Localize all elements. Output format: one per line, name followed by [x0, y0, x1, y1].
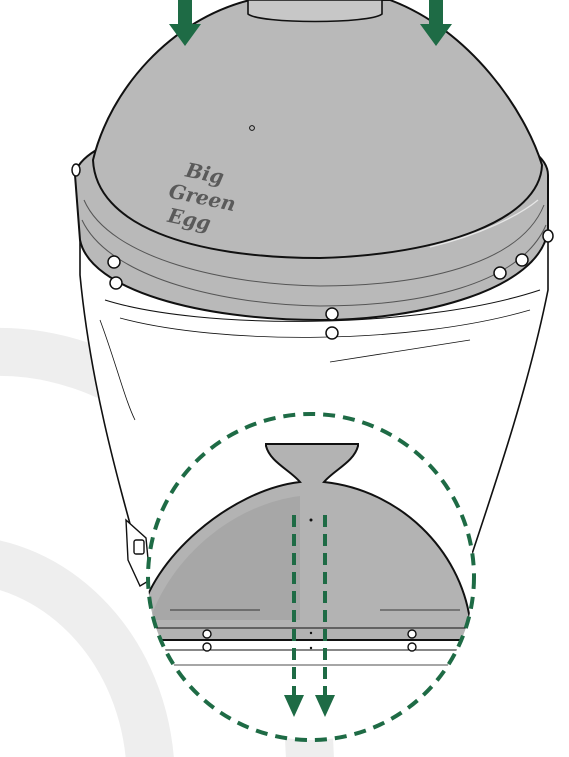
background-arc-inner [0, 540, 174, 757]
guide-arrowhead [284, 695, 304, 717]
hinge-bracket-icon [125, 518, 151, 588]
detail-hole [309, 646, 313, 650]
detail-bolt [202, 629, 212, 639]
detail-dome-shade [150, 496, 300, 620]
dome-vent-hole [249, 125, 255, 131]
bolt [109, 276, 123, 290]
base-shadow-line [329, 339, 471, 363]
bolt [107, 255, 121, 269]
top-right-arrow [420, 0, 452, 46]
base-band-line [119, 309, 531, 338]
detail-bolt [202, 642, 212, 652]
base-band-line [104, 289, 541, 322]
detail-bolt [407, 642, 417, 652]
down-arrow-icon [284, 515, 335, 717]
dome-chimney [247, 0, 383, 23]
egg-dome-lid: Big Green Egg [73, 0, 549, 322]
bolt [325, 307, 339, 321]
bolt [325, 326, 339, 340]
bolt [71, 163, 81, 177]
dome-rim-line [83, 199, 545, 287]
dome-highlight [429, 199, 539, 248]
band-bolts [71, 163, 554, 340]
bolt [515, 253, 529, 267]
magnifier-outline [146, 412, 476, 742]
detail-magnifier [146, 412, 476, 742]
down-arrow-icon [169, 0, 452, 46]
detail-bolt [407, 629, 417, 639]
bolt [493, 266, 507, 280]
detail-hole [309, 518, 313, 522]
dome-shell [91, 0, 544, 260]
top-left-arrow [169, 0, 201, 46]
guide-arrowhead [315, 695, 335, 717]
base-shadow-line [99, 319, 136, 421]
bolt [542, 229, 554, 243]
detail-hole [309, 631, 313, 635]
